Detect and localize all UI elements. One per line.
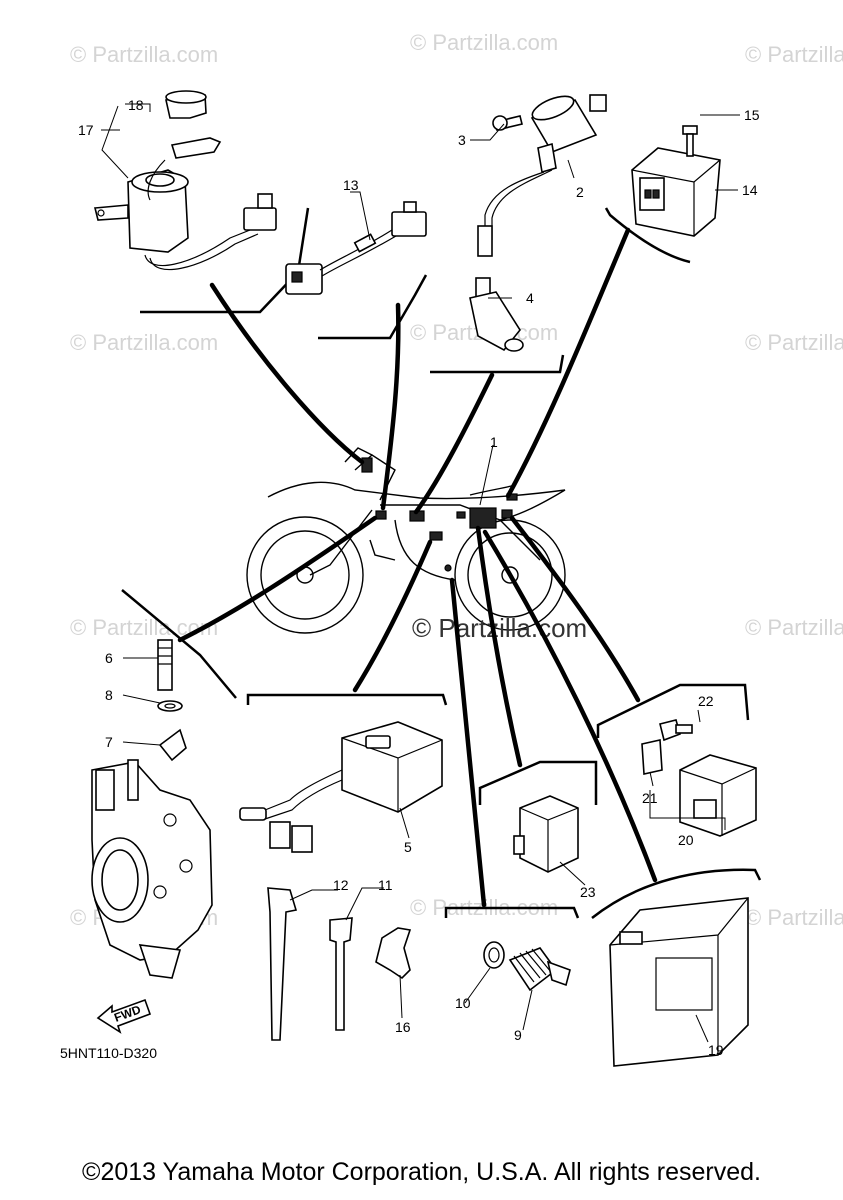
electrical-parts-diagram: © Partzilla.com © Partzilla.com © Partzi… bbox=[60, 30, 843, 1067]
callout-7: 7 bbox=[105, 734, 113, 750]
callout-19: 19 bbox=[708, 1042, 724, 1058]
callout-4: 4 bbox=[526, 290, 534, 306]
callout-16: 16 bbox=[395, 1019, 411, 1035]
cable-band-parts bbox=[267, 887, 412, 1041]
watermark-text: © Partzilla.com bbox=[745, 905, 843, 930]
bike-component-markers bbox=[361, 457, 518, 572]
cdi-unit-part bbox=[239, 721, 443, 853]
callout-20: 20 bbox=[678, 832, 694, 848]
watermark-text: © Partzilla.com bbox=[745, 330, 843, 355]
battery-part bbox=[609, 897, 749, 1067]
group-brackets bbox=[121, 207, 762, 919]
watermark-text: © Partzilla.com bbox=[70, 330, 218, 355]
callout-5: 5 bbox=[404, 839, 412, 855]
callout-22: 22 bbox=[698, 693, 714, 709]
main-switch-assembly bbox=[93, 90, 277, 271]
callout-23: 23 bbox=[580, 884, 596, 900]
center-watermark: © Partzilla.com bbox=[412, 613, 587, 643]
callout-6: 6 bbox=[105, 650, 113, 666]
callout-12: 12 bbox=[333, 877, 349, 893]
carburetor-assembly bbox=[91, 639, 213, 979]
group-leader-lines bbox=[177, 227, 658, 908]
relay-part bbox=[631, 125, 721, 237]
watermark-text: © Partzilla.com bbox=[745, 615, 843, 640]
callout-21: 21 bbox=[642, 790, 658, 806]
callout-10: 10 bbox=[455, 995, 471, 1011]
callout-numbers: 1 2 3 4 5 6 7 8 9 10 11 12 13 14 15 16 1… bbox=[78, 97, 760, 1058]
callout-17: 17 bbox=[78, 122, 94, 138]
callout-18: 18 bbox=[128, 97, 144, 113]
diagram-code: 5HNT110-D320 bbox=[60, 1045, 157, 1061]
copyright-notice: ©2013 Yamaha Motor Corporation, U.S.A. A… bbox=[82, 1158, 761, 1186]
neutral-switch-part bbox=[483, 941, 571, 992]
callout-15: 15 bbox=[744, 107, 760, 123]
ignition-coil-assembly bbox=[469, 94, 607, 352]
flasher-relay-part bbox=[641, 719, 757, 837]
watermark-text: © Partzilla.com bbox=[70, 615, 218, 640]
callout-8: 8 bbox=[105, 687, 113, 703]
callout-3: 3 bbox=[458, 132, 466, 148]
callout-9: 9 bbox=[514, 1027, 522, 1043]
callout-13: 13 bbox=[343, 177, 359, 193]
sub-lead-part bbox=[285, 201, 427, 295]
callout-1: 1 bbox=[490, 434, 498, 450]
watermark-text: © Partzilla.com bbox=[410, 30, 558, 55]
watermark-text: © Partzilla.com bbox=[70, 42, 218, 67]
callout-2: 2 bbox=[576, 184, 584, 200]
callout-leader-lines bbox=[101, 103, 740, 1043]
watermark-text: © Partzilla.com bbox=[745, 42, 843, 67]
callout-11: 11 bbox=[378, 877, 393, 893]
forward-arrow: FWD bbox=[96, 998, 152, 1034]
starter-relay-part bbox=[513, 795, 579, 873]
callout-14: 14 bbox=[742, 182, 758, 198]
